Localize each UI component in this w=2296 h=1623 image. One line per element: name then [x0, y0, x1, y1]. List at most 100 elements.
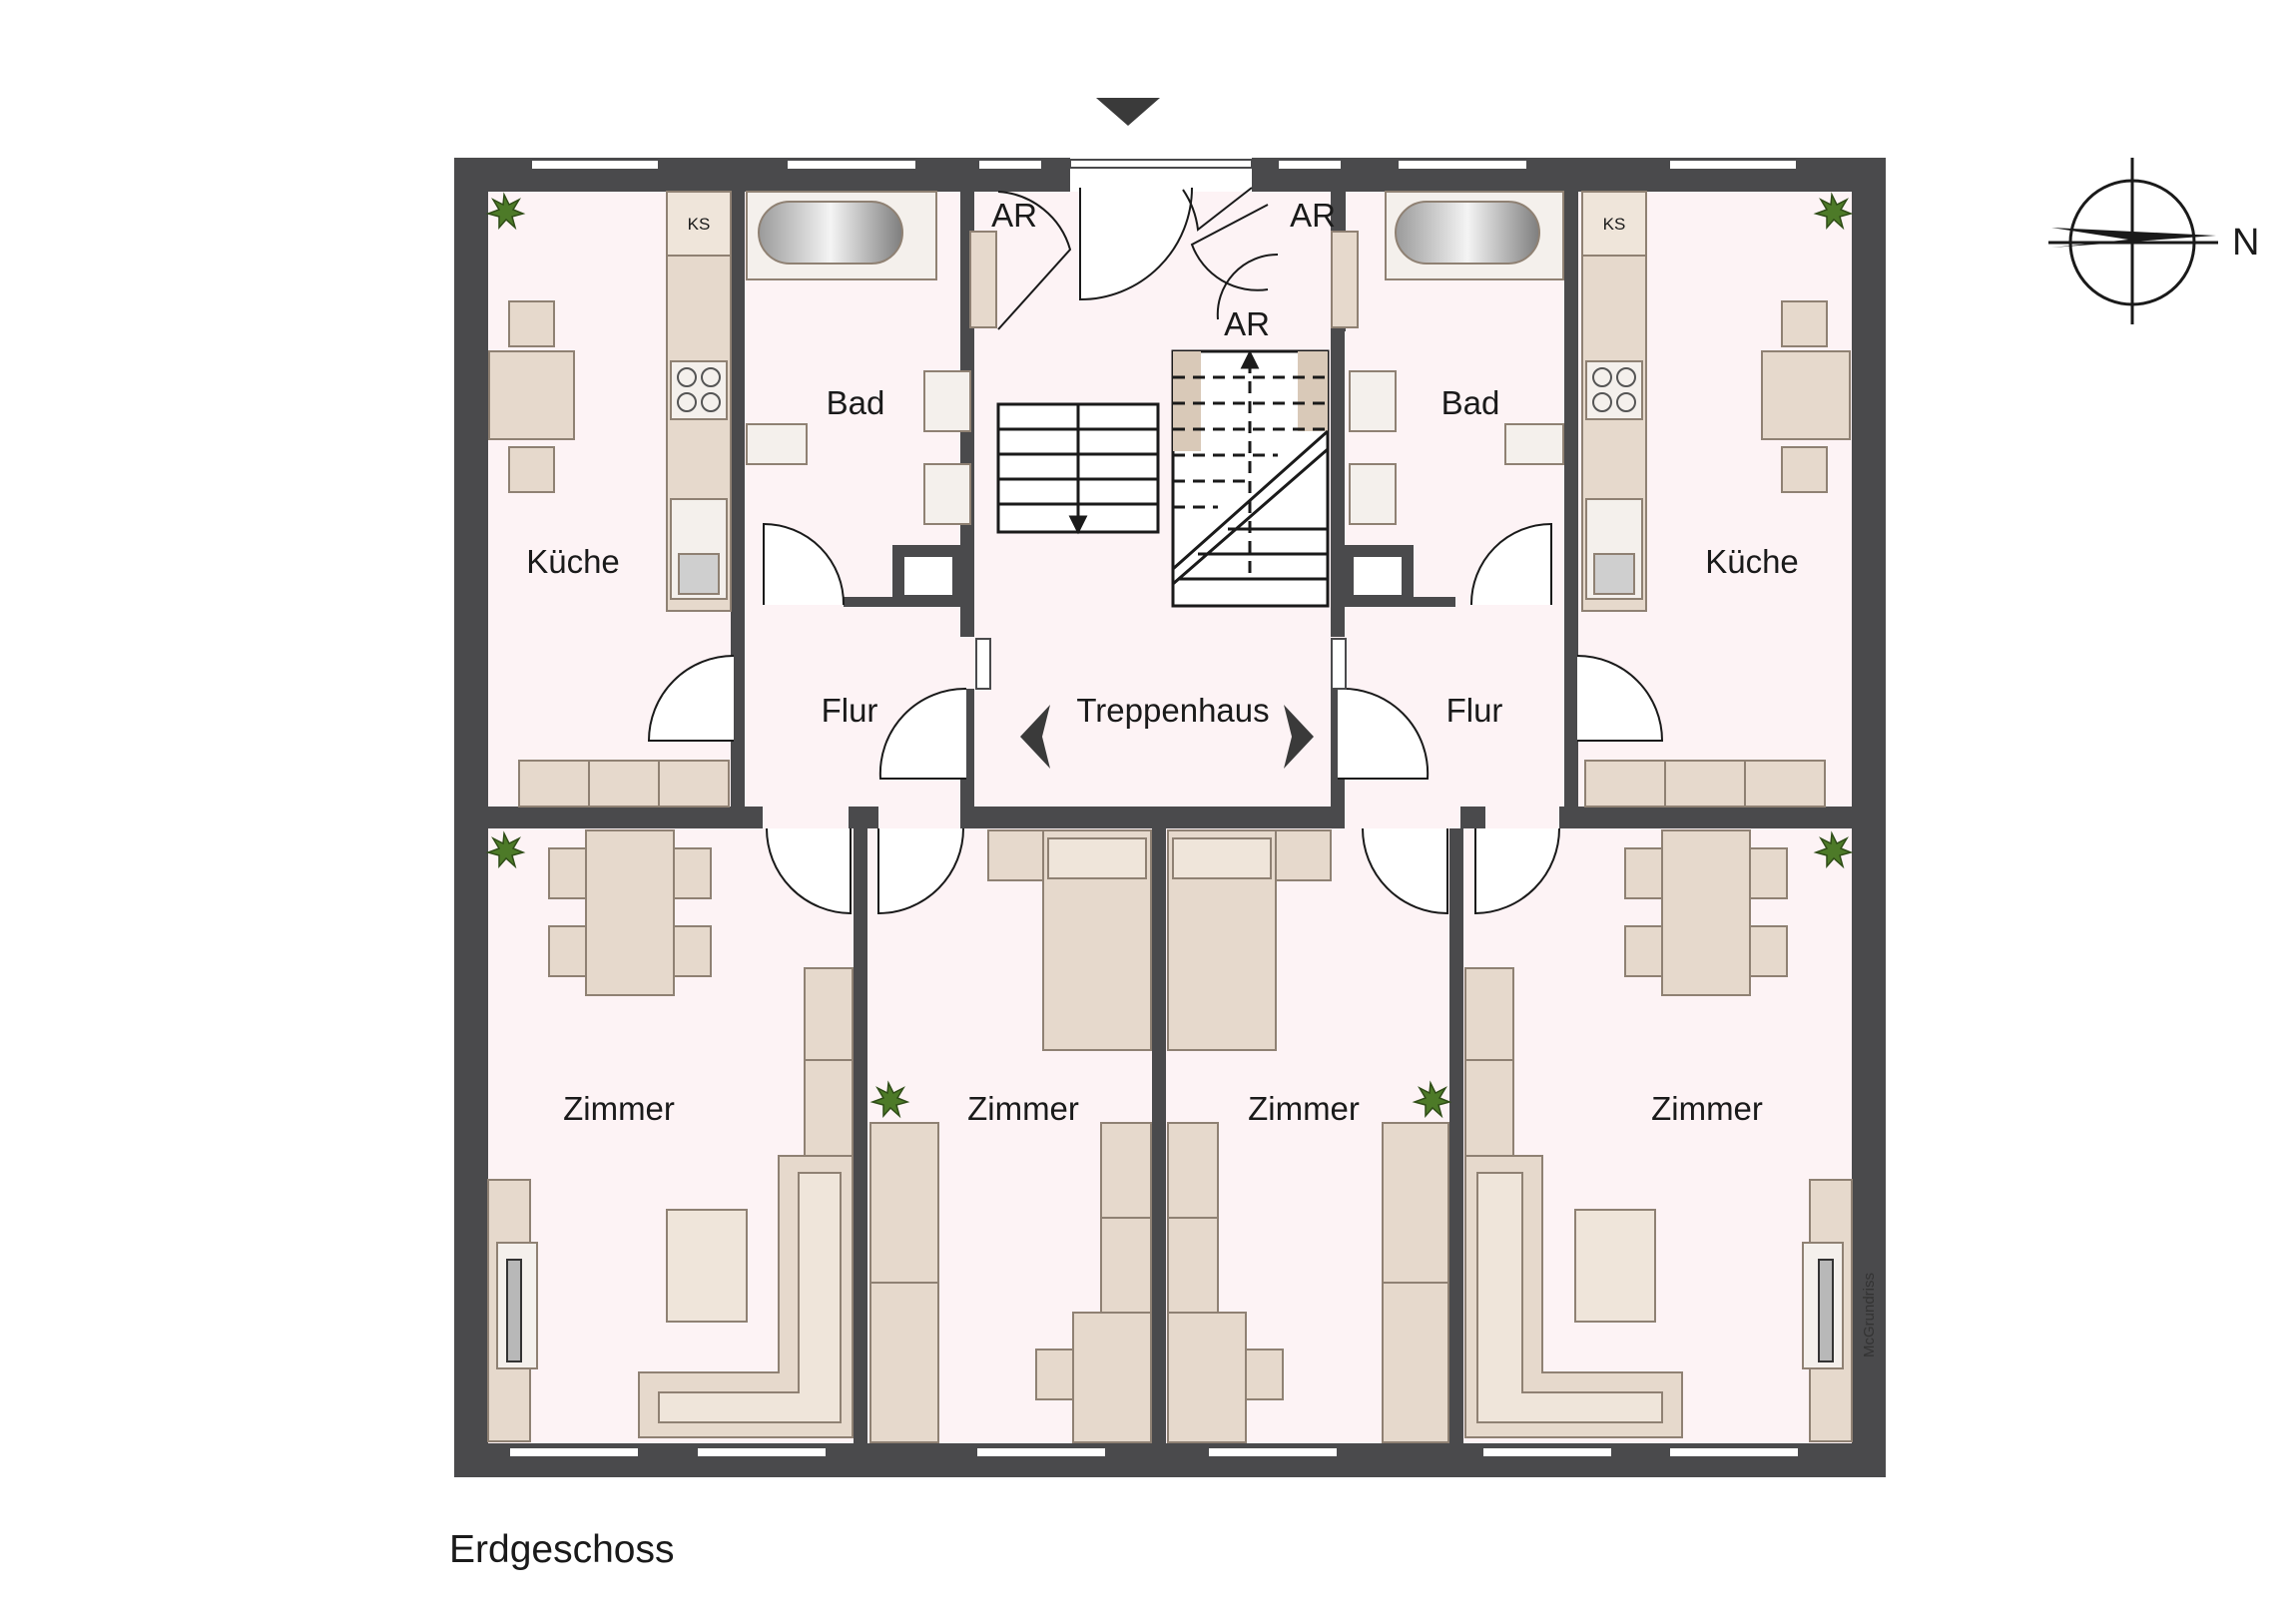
ar-shelf [1331, 231, 1359, 328]
window [696, 1446, 828, 1458]
wall-corridor-mid-right [1460, 807, 1485, 828]
window [977, 159, 1043, 171]
sink-basin [678, 553, 720, 595]
chair [1624, 847, 1663, 899]
tv-screen [1818, 1259, 1834, 1362]
window [508, 1446, 640, 1458]
stair-hall-left-arrow-icon [1020, 705, 1050, 769]
chair [673, 925, 712, 977]
chair [548, 925, 587, 977]
washbasin [923, 463, 971, 525]
bottom-cabinets [1584, 760, 1826, 808]
wall-room2-room3 [1152, 828, 1166, 1443]
stair-arrow-icon [1240, 349, 1260, 369]
kitchen-right-units [1581, 191, 1851, 808]
fridge [1581, 191, 1647, 257]
room3-door [1362, 827, 1448, 915]
north-label: N [2232, 222, 2259, 264]
wall-kitchen-bath-left [731, 192, 745, 828]
kitchen-right-door [1576, 655, 1664, 742]
entrance-door [1079, 187, 1193, 301]
ar-stair-door [1216, 253, 1279, 320]
entrance-door [1182, 187, 1253, 232]
bathtub-basin [1395, 201, 1540, 265]
toilet [1504, 423, 1564, 465]
room-label-flur-right: Flur [1446, 692, 1503, 729]
stair-arrow-icon [1068, 515, 1088, 535]
ar-shelf [969, 231, 997, 328]
coffee-table [666, 1209, 748, 1323]
wall-kitchen-left-bottom [488, 807, 763, 828]
wall-stair-bottom [973, 807, 1331, 828]
bathtub-basin [758, 201, 903, 265]
stairs-right [1171, 349, 1330, 608]
outer-wall-bottom [454, 1443, 1886, 1477]
kitchen-table [488, 350, 575, 440]
walls [454, 158, 1886, 1477]
room3-furniture [1167, 829, 1449, 1443]
ar-shelves [969, 231, 1359, 328]
sofa-seat [658, 1172, 842, 1423]
coffee-table [1574, 1209, 1656, 1323]
door-frame [975, 638, 991, 690]
plant-icon [485, 192, 526, 231]
chair [1245, 1349, 1284, 1400]
dining-table [1661, 829, 1751, 996]
stair-wood-left [1173, 351, 1201, 451]
room-label-flur-left: Flur [822, 692, 878, 729]
room1-furniture [487, 829, 854, 1442]
bath-left-door [763, 522, 846, 606]
stair-left-door [878, 687, 967, 780]
entrance-arrow-icon [1096, 98, 1160, 126]
floor-label: Erdgeschoss [449, 1528, 674, 1571]
washbasin [1349, 370, 1397, 432]
stair-diagonal [1172, 429, 1329, 571]
room-label-zimmer-2: Zimmer [967, 1090, 1079, 1127]
washbasin [1349, 463, 1397, 525]
room4-door [1474, 827, 1560, 915]
window [1277, 159, 1343, 171]
chair [673, 847, 712, 899]
chair [1749, 847, 1788, 899]
plant-icon [869, 1080, 910, 1119]
desk [1072, 1312, 1152, 1443]
window [1668, 159, 1798, 171]
sink-basin [1593, 553, 1635, 595]
chair [508, 446, 555, 493]
sofa-seat [1476, 1172, 1663, 1423]
plant-icon [1412, 1080, 1452, 1119]
plants [485, 192, 1854, 1119]
chair [1035, 1349, 1074, 1400]
chair [1624, 925, 1663, 977]
shelf [804, 967, 854, 1157]
stair-hall-right-arrow-icon [1284, 705, 1314, 769]
stove [670, 360, 728, 420]
room1-door [766, 827, 852, 915]
wall-corridor-mid-left [849, 807, 878, 828]
stove [1585, 360, 1643, 420]
room-label-bad-left: Bad [827, 384, 885, 421]
room-label-ar-left: AR [991, 197, 1037, 234]
room-label-zimmer-3: Zimmer [1248, 1090, 1360, 1127]
desk [1167, 1312, 1247, 1443]
kitchen-table [1761, 350, 1851, 440]
room-label-kueche-left: Küche [526, 543, 620, 580]
entrance-threshold [1069, 159, 1253, 169]
ar-left-door [997, 191, 1072, 330]
room-label-ar-stair: AR [1224, 305, 1270, 342]
chair [1781, 446, 1828, 493]
window [1207, 1446, 1339, 1458]
shower-tray [1342, 545, 1414, 607]
wall-room1-room2 [854, 828, 867, 1443]
wall-room3-room4 [1449, 828, 1463, 1443]
ar-right-door [1190, 204, 1269, 291]
window [786, 159, 917, 171]
compass-rose-icon [2048, 158, 2218, 324]
kitchen-left-door [647, 655, 735, 742]
toilet [746, 423, 808, 465]
room-label-zimmer-4: Zimmer [1651, 1090, 1763, 1127]
nightstand [1275, 829, 1332, 881]
pillow [1047, 837, 1147, 879]
nightstand [987, 829, 1044, 881]
